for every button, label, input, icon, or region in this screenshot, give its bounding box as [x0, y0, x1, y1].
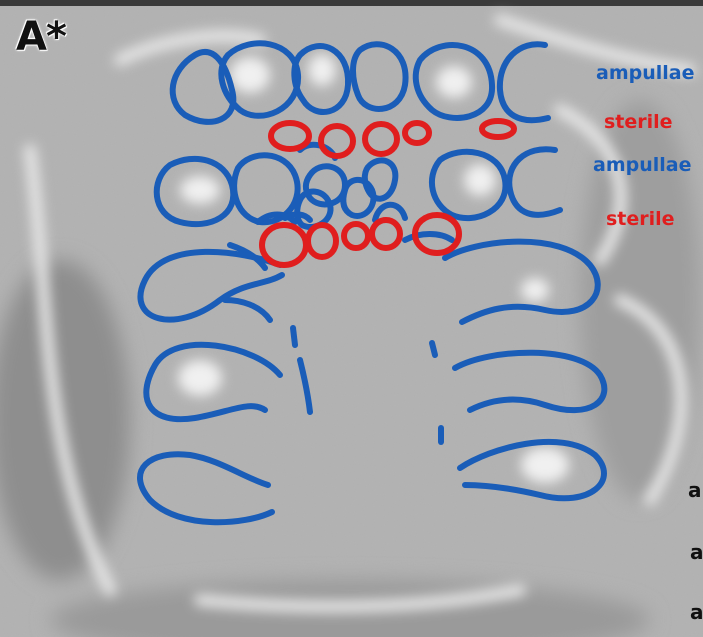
label-cut-2: a	[690, 540, 703, 564]
label-cut-3: a	[690, 600, 703, 624]
label-sterile-row4: sterile	[606, 208, 675, 230]
label-sterile-row2: sterile	[604, 111, 673, 133]
panel-label: A*	[16, 14, 66, 60]
label-cut-1: a	[688, 478, 702, 502]
top-dark-strip	[0, 0, 703, 6]
label-ampullae-row3: ampullae	[593, 154, 691, 176]
label-ampullae-row1: ampullae	[596, 62, 694, 84]
